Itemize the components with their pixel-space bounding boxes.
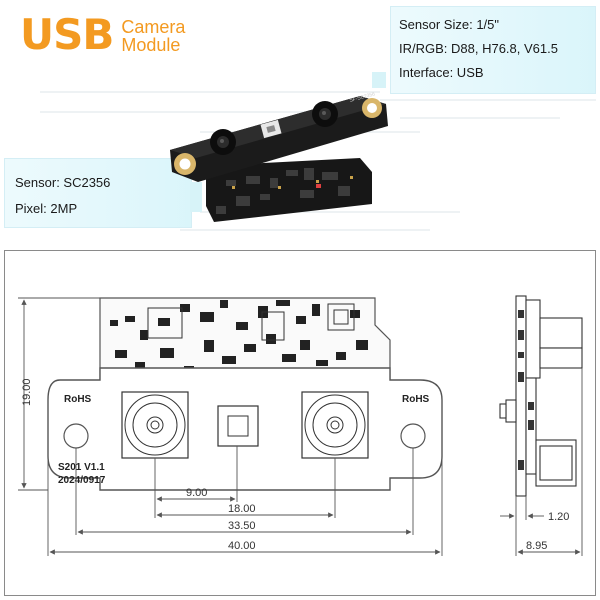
technical-drawing-frame: [4, 250, 596, 596]
silk-date: 2024/0917: [58, 475, 106, 486]
spec-interface: Interface: USB: [399, 65, 484, 80]
side-connector: [535, 439, 577, 487]
svg-text:RoHS: RoHS: [402, 394, 430, 405]
spec-fov: IR/RGB: D88, H76.8, V61.5: [399, 41, 558, 56]
pcb-components: [216, 168, 350, 214]
dim-overall-width: 40.00: [228, 540, 256, 552]
side-dimensions: [500, 368, 583, 556]
dim-side-pcb: 1.20: [548, 511, 569, 523]
spec-sensor-size: Sensor Size: 1/5": [399, 17, 500, 32]
svg-text:RoHS: RoHS: [64, 394, 92, 405]
side-lens-top: [539, 317, 583, 349]
drawing-lens-right: [301, 391, 369, 459]
dim-lens-spacing: 18.00: [228, 503, 256, 515]
logo-subtitle-line1: Camera: [121, 17, 186, 37]
brand-logo: USB Camera Module: [20, 14, 185, 56]
spec-callout-sensor-size: Sensor Size: 1/5" IR/RGB: D88, H76.8, V6…: [390, 6, 596, 94]
spec-pixel: Pixel: 2MP: [15, 201, 78, 216]
drawing-center-sensor: [217, 405, 259, 447]
spec-sensor-model: Sensor: SC2356: [15, 175, 111, 190]
drawing-hole-left: [63, 423, 89, 449]
dim-lens-offset: 9.00: [186, 487, 207, 499]
dim-side-depth: 8.95: [526, 540, 547, 552]
front-view: RoHS RoHS S201 V1.1 2024/0917: [47, 297, 443, 491]
ic-chip: [327, 303, 355, 331]
side-view: [499, 295, 583, 497]
drawing-hole-right: [400, 423, 426, 449]
dim-height: 19.00: [21, 378, 33, 406]
front-dimensions: [18, 297, 443, 556]
logo-subtitle-line2: Module: [121, 35, 181, 55]
drawing-lens-left: [121, 391, 189, 459]
dim-hole-spacing: 33.50: [228, 520, 256, 532]
silk-version: S201 V1.1: [58, 462, 105, 473]
product-photo: SF-SC2356: [170, 91, 388, 222]
logo-subtitle: Camera Module: [121, 18, 185, 54]
spec-callout-sensor: Sensor: SC2356 Pixel: 2MP: [4, 158, 192, 228]
logo-usb-text: USB: [20, 10, 114, 59]
